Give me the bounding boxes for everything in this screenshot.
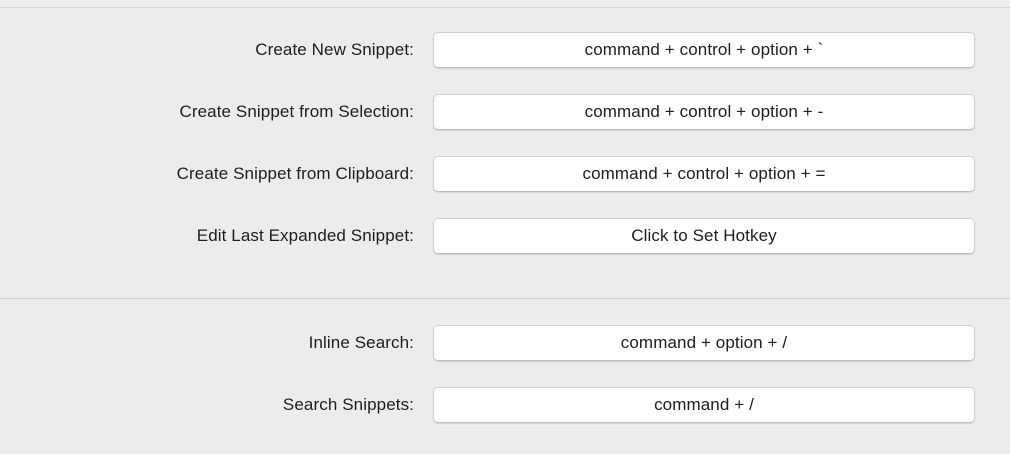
hotkey-label-create-new-snippet: Create New Snippet: [255, 40, 414, 59]
hotkey-field-create-new-snippet[interactable]: command + control + option + ` [433, 32, 975, 68]
hotkey-field-create-snippet-from-clipboard[interactable]: command + control + option + = [433, 156, 975, 192]
snippet-hotkeys-group: Create New Snippet: command + control + … [0, 32, 1010, 254]
hotkey-field-inline-search[interactable]: command + option + / [433, 325, 975, 361]
group-divider [0, 298, 1010, 299]
search-hotkeys-group: Inline Search: command + option + / Sear… [0, 325, 1010, 423]
hotkey-row-create-snippet-from-selection: Create Snippet from Selection: command +… [0, 94, 1010, 130]
hotkey-row-create-snippet-from-clipboard: Create Snippet from Clipboard: command +… [0, 156, 1010, 192]
hotkey-field-edit-last-expanded-snippet[interactable]: Click to Set Hotkey [433, 218, 975, 254]
hotkey-label-create-snippet-from-selection: Create Snippet from Selection: [179, 102, 414, 121]
top-divider [0, 7, 1010, 8]
hotkey-label-create-snippet-from-clipboard: Create Snippet from Clipboard: [176, 164, 414, 183]
hotkey-label-search-snippets: Search Snippets: [282, 395, 414, 414]
hotkey-label-inline-search: Inline Search: [308, 333, 414, 352]
hotkey-row-create-new-snippet: Create New Snippet: command + control + … [0, 32, 1010, 68]
hotkey-row-edit-last-expanded-snippet: Edit Last Expanded Snippet: Click to Set… [0, 218, 1010, 254]
hotkey-row-search-snippets: Search Snippets: command + / [0, 387, 1010, 423]
hotkey-field-create-snippet-from-selection[interactable]: command + control + option + - [433, 94, 975, 130]
hotkey-row-inline-search: Inline Search: command + option + / [0, 325, 1010, 361]
hotkey-label-edit-last-expanded-snippet: Edit Last Expanded Snippet: [196, 226, 414, 245]
hotkey-field-search-snippets[interactable]: command + / [433, 387, 975, 423]
